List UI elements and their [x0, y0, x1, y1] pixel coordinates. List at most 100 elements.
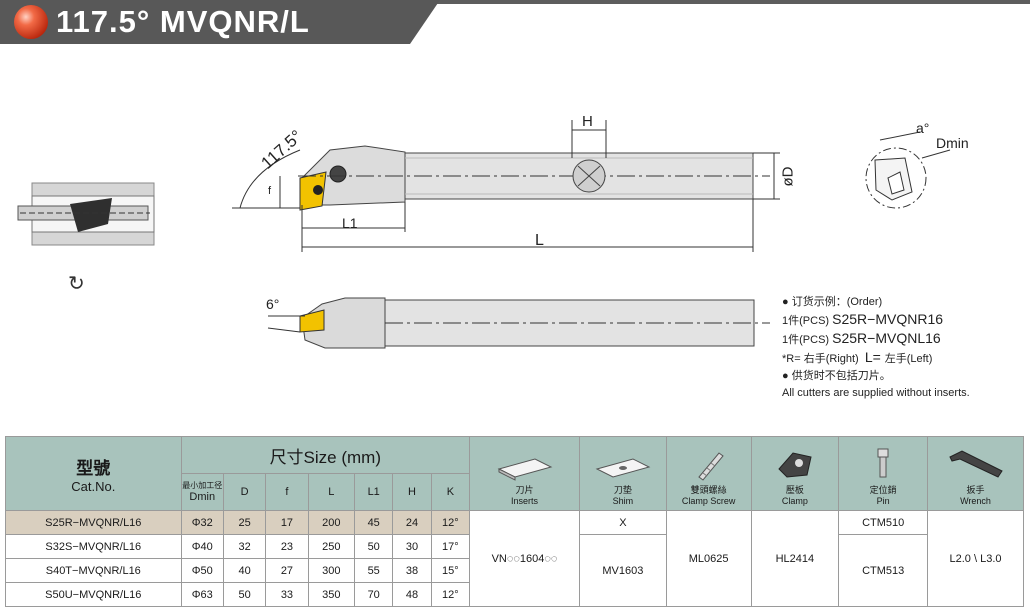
l-dimension-label: L [535, 232, 544, 249]
l1-cell: 70 [354, 582, 394, 607]
shim-icon [595, 458, 651, 478]
order-qty: 1件 [782, 315, 800, 327]
f-cell: 23 [265, 534, 309, 559]
dmin-cell: Φ50 [180, 558, 224, 583]
clamp-screw-header: 雙頭螺絲 Clamp Screw [665, 436, 752, 511]
d-cell: 32 [222, 534, 267, 559]
k-cell: 15° [430, 558, 471, 583]
rotate-arrow-icon: ↻ [68, 273, 85, 295]
d-dimension-label: øD [779, 166, 797, 187]
clamp-cn: 壓板 [785, 485, 804, 495]
order-heading: ● 订货示例：(Order) [782, 296, 883, 308]
dmin-col-cn: 最小加工径 [182, 481, 223, 490]
order-example-left: S25R−MVQNL16 [832, 330, 941, 346]
clamp-header: 壓板 Clamp [750, 436, 840, 511]
page-title: 117.5° MVQNR/L [56, 4, 310, 39]
d-cell: 50 [222, 582, 267, 607]
l1-cell: 45 [354, 510, 394, 535]
model-cell: S32S−MVQNR/L16 [5, 534, 182, 559]
pin-cn: 定位銷 [869, 485, 897, 495]
shim-en: Shim [612, 496, 634, 506]
k-cell: 12° [430, 582, 471, 607]
l-cell: 350 [307, 582, 356, 607]
clamp-screw-en: Clamp Screw [681, 496, 736, 506]
order-unit-2: (PCS) [799, 334, 830, 346]
clamp-en: Clamp [781, 496, 808, 506]
wrench-cell: L2.0 \ L3.0 [927, 510, 1024, 607]
h-cell: 38 [392, 558, 432, 583]
f-col-header: f [265, 473, 309, 511]
inserts-en: Inserts [511, 496, 539, 506]
note-cn: ● 供货时不包括刀片。 [782, 370, 891, 382]
shim-cn: 刀垫 [613, 485, 632, 495]
f-dimension-label: f [268, 185, 272, 197]
pin-icon [877, 448, 889, 478]
insert-icon [497, 458, 552, 481]
l1-cell: 50 [354, 534, 394, 559]
wrench-cn: 扳手 [966, 485, 985, 495]
order-info: ● 订货示例：(Order) 1件(PCS) S25R−MVQNR16 1件(P… [782, 294, 970, 402]
l1-col-header: L1 [354, 473, 394, 511]
model-cell: S50U−MVQNR/L16 [5, 582, 182, 607]
f-cell: 17 [265, 510, 309, 535]
wrench-header: 扳手 Wrench [927, 436, 1024, 511]
model-header: 型號 Cat.No. [5, 436, 182, 511]
dmin-cell: Φ32 [180, 510, 224, 535]
l1-cell: 55 [354, 558, 394, 583]
spec-table: 型號 Cat.No. 尺寸Size (mm) 刀片 Inserts 刀垫 Shi… [5, 436, 1024, 607]
k-cell: 12° [430, 510, 471, 535]
order-unit: (PCS) [799, 315, 830, 327]
a-angle-label: a° [916, 120, 930, 136]
h-cell: 30 [392, 534, 432, 559]
model-header-cn: 型號 [76, 458, 111, 478]
order-qty-2: 1件 [782, 334, 800, 346]
shim-cell-first: X [579, 510, 667, 535]
pin-cell: CTM513 [838, 534, 929, 607]
dmin-cell: Φ63 [180, 582, 224, 607]
note-en: All cutters are supplied without inserts… [782, 387, 970, 399]
d-col-header: D [222, 473, 267, 511]
title-banner [0, 0, 1030, 44]
table-row: S50U−MVQNR/L16 Φ63 50 33 350 70 48 12° [5, 582, 1024, 607]
legend-l-text: 左手(Left) [884, 353, 933, 365]
dmin-col-label: Dmin [189, 491, 216, 503]
l-cell: 200 [307, 510, 356, 535]
tool-end-view [865, 131, 951, 209]
legend-l: L= [864, 349, 885, 365]
l-cell: 300 [307, 558, 356, 583]
h-cell: 48 [392, 582, 432, 607]
red-ball-icon [14, 5, 48, 39]
legend-r: *R= [782, 353, 804, 365]
pin-header: 定位銷 Pin [838, 436, 929, 511]
boring-illustration [17, 182, 155, 246]
clamp-screw-cell: ML0625 [665, 510, 752, 607]
order-example-right: S25R−MVQNR16 [832, 311, 944, 327]
inserts-header: 刀片 Inserts [469, 436, 580, 511]
dmin-label: Dmin [936, 135, 969, 151]
h-col-header: H [392, 473, 432, 511]
size-header: 尺寸Size (mm) [180, 436, 471, 474]
legend-r-text: 右手(Right) [803, 353, 859, 365]
table-row: S32S−MVQNR/L16 Φ40 32 23 250 50 30 17° M… [5, 534, 1024, 607]
d-cell: 25 [222, 510, 267, 535]
tool-top-view [232, 120, 780, 252]
f-cell: 27 [265, 558, 309, 583]
tool-drawing: ↻ [17, 120, 951, 349]
f-cell: 33 [265, 582, 309, 607]
model-cell: S25R−MVQNR/L16 [5, 510, 182, 535]
shim-cell: MV1603 [579, 534, 667, 607]
model-header-en: Cat.No. [71, 478, 116, 494]
screw-icon [697, 452, 724, 481]
clamp-icon [778, 452, 812, 478]
h-cell: 24 [392, 510, 432, 535]
dmin-col-header: 最小加工径 Dmin [180, 473, 224, 511]
model-cell: S40T−MVQNR/L16 [5, 558, 182, 583]
pin-en: Pin [876, 496, 890, 506]
l-cell: 250 [307, 534, 356, 559]
h-dimension-label: H [582, 113, 593, 130]
clamp-screw-cn: 雙頭螺絲 [690, 485, 727, 495]
k-cell: 17° [430, 534, 471, 559]
pin-cell-first: CTM510 [838, 510, 929, 535]
k-col-header: K [430, 473, 471, 511]
wrench-icon [948, 450, 1003, 478]
